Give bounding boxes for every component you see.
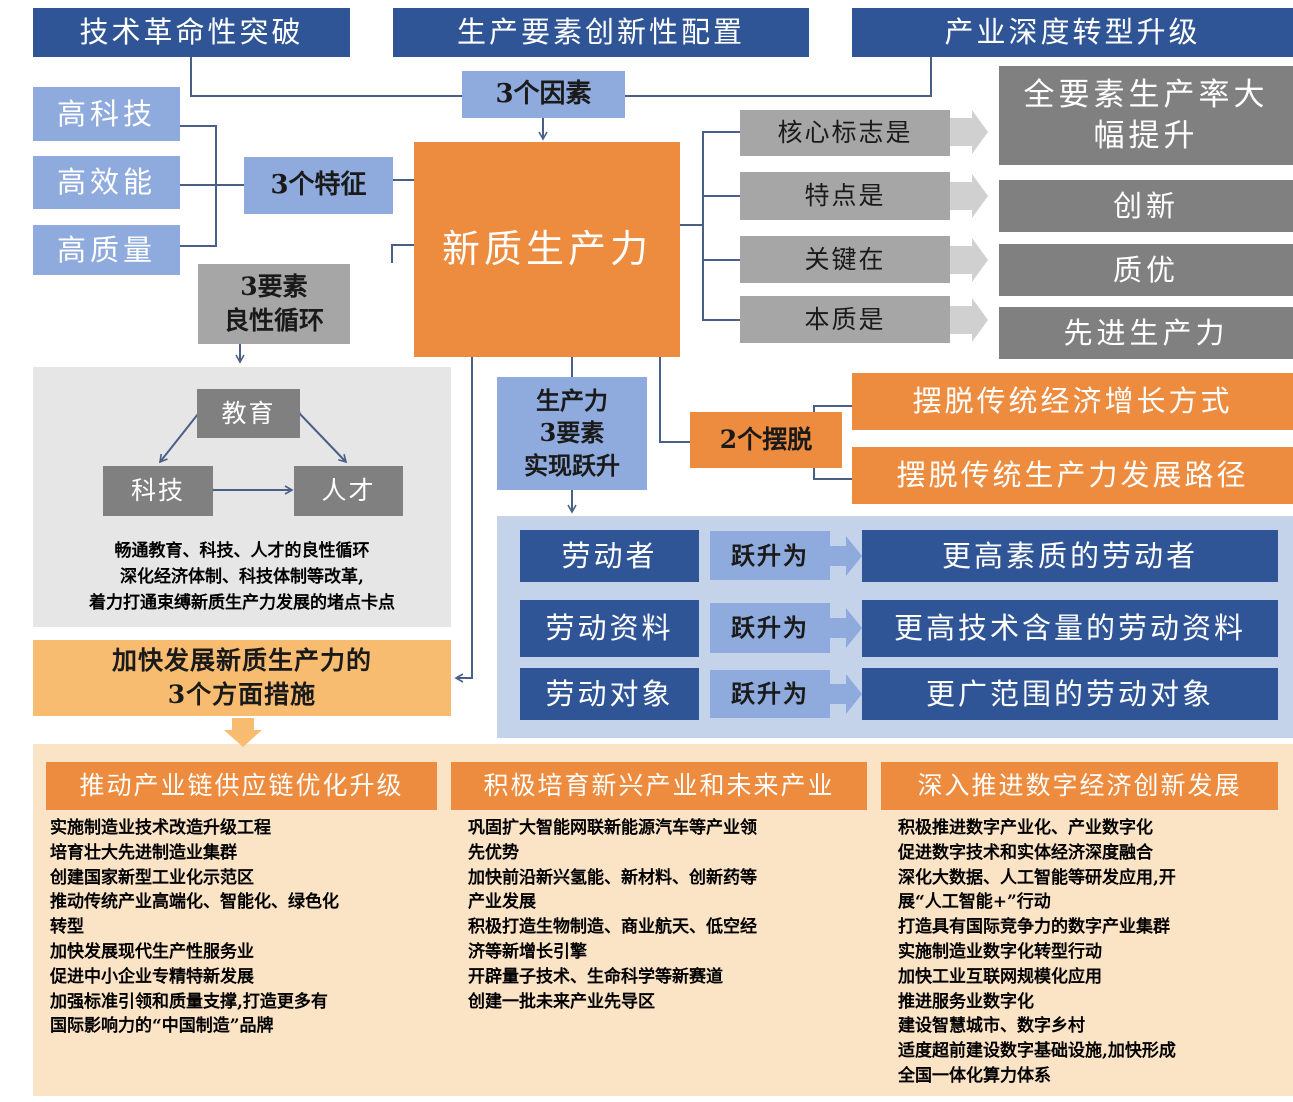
center-new-quality-productivity: 新质生产力 — [414, 142, 680, 357]
list-item: 创建一批未来产业先导区 — [468, 991, 655, 1012]
factor-left-line — [190, 57, 462, 97]
list-item: 产业发展 — [468, 892, 536, 913]
factor-industry-upgrade: 产业深度转型升级 — [852, 8, 1293, 57]
leap-label: 生产力 3要素 实现跃升 — [497, 377, 647, 490]
attrs-bracket — [702, 131, 740, 321]
cycle-note: 畅通教育、科技、人才的良性循环 深化经济体制、科技体制等改革, 着力打通束缚新质… — [33, 538, 451, 616]
cycle-label: 3要素 良性循环 — [198, 264, 350, 344]
list-item: 转型 — [50, 917, 84, 938]
list-item: 加快前沿新兴氢能、新材料、创新药等 — [468, 867, 757, 888]
measure-list-emerging-industries: 巩固扩大智能网联新能源汽车等产业领 先优势 加快前沿新兴氢能、新材料、创新药等 … — [468, 816, 868, 1014]
list-item: 开辟量子技术、生命科学等新赛道 — [468, 966, 723, 987]
attribute-value-quality: 质优 — [999, 244, 1293, 296]
leap-verb: 跃升为 — [710, 603, 830, 653]
list-item: 济等新增长引擎 — [468, 941, 587, 962]
list-item: 打造具有国际竞争力的数字产业集群 — [898, 917, 1170, 938]
measures-down-arrow — [224, 718, 262, 747]
measures-title: 加快发展新质生产力的 3个方面措施 — [33, 640, 451, 716]
center-to-measures — [454, 357, 473, 683]
breakaway-growth-mode: 摆脱传统经济增长方式 — [852, 373, 1293, 430]
attribute-label-feature: 特点是 — [740, 172, 950, 220]
list-item: 巩固扩大智能网联新能源汽车等产业领 — [468, 818, 757, 838]
characteristic-high-quality: 高质量 — [33, 225, 180, 275]
measure-list-digital-economy: 积极推进数字产业化、产业数字化 促进数字技术和实体经济深度融合 深化大数据、人工… — [898, 816, 1283, 1089]
attribute-value-innovation: 创新 — [999, 180, 1293, 232]
leap-to-objects: 更广范围的劳动对象 — [862, 668, 1278, 720]
breakaway-development-path: 摆脱传统生产力发展路径 — [852, 447, 1293, 504]
list-item: 推进服务业数字化 — [898, 991, 1034, 1012]
attr-arrow-1 — [950, 110, 988, 154]
list-item: 展“人工智能+”行动 — [898, 892, 1051, 913]
list-item: 加强标准引领和质量支撑,打造更多有 — [50, 991, 328, 1012]
list-item: 积极推进数字产业化、产业数字化 — [898, 818, 1153, 838]
leap-to-means: 更高技术含量的劳动资料 — [862, 600, 1278, 657]
list-item: 深化大数据、人工智能等研发应用,开 — [898, 867, 1176, 888]
list-item: 促进中小企业专精特新发展 — [50, 966, 254, 987]
list-item: 全国一体化算力体系 — [898, 1065, 1051, 1086]
measure-title-emerging-industries: 积极培育新兴产业和未来产业 — [451, 762, 867, 810]
list-item: 积极打造生物制造、商业航天、低空经 — [468, 917, 757, 938]
leap-verb: 跃升为 — [710, 531, 830, 580]
cycle-node-education: 教育 — [197, 389, 300, 438]
center-to-breakaway — [659, 357, 690, 443]
leap-from-means: 劳动资料 — [520, 600, 699, 657]
factor-tech-breakthrough: 技术革命性突破 — [33, 8, 350, 57]
measure-title-supply-chain: 推动产业链供应链优化升级 — [46, 762, 437, 810]
list-item: 实施制造业数字化转型行动 — [898, 941, 1102, 962]
leap-from-labor: 劳动者 — [520, 530, 699, 582]
cycle-note-line: 着力打通束缚新质生产力发展的堵点卡点 — [89, 593, 395, 613]
factor-element-allocation: 生产要素创新性配置 — [393, 8, 809, 57]
attribute-label-core: 核心标志是 — [740, 110, 950, 156]
attr-arrow-2 — [950, 174, 988, 218]
list-item: 加快工业互联网规模化应用 — [898, 966, 1102, 987]
three-features-label: 3个特征 — [244, 157, 393, 214]
list-item: 实施制造业技术改造升级工程 — [50, 818, 271, 838]
attribute-value-tfp: 全要素生产率大幅提升 — [999, 66, 1293, 165]
attribute-value-advanced: 先进生产力 — [999, 307, 1293, 359]
cycle-node-talent: 人才 — [294, 466, 403, 516]
attribute-label-essence: 本质是 — [740, 296, 950, 343]
list-item: 培育壮大先进制造业集群 — [50, 842, 237, 863]
list-item: 促进数字技术和实体经济深度融合 — [898, 842, 1153, 863]
breakaway-label: 2个摆脱 — [690, 412, 842, 468]
characteristic-high-efficiency: 高效能 — [33, 156, 180, 209]
char-bracket — [180, 125, 217, 247]
measure-list-supply-chain: 实施制造业技术改造升级工程 培育壮大先进制造业集群 创建国家新型工业化示范区 推… — [50, 816, 440, 1039]
cycle-note-line: 深化经济体制、科技体制等改革, — [120, 567, 364, 587]
factor-right-line — [625, 57, 932, 97]
leap-to-labor: 更高素质的劳动者 — [862, 530, 1278, 582]
characteristic-high-tech: 高科技 — [33, 87, 180, 141]
list-item: 先优势 — [468, 842, 519, 863]
list-item: 推动传统产业高端化、智能化、绿色化 — [50, 892, 339, 913]
three-factors-label: 3个因素 — [462, 71, 625, 118]
list-item: 加快发展现代生产性服务业 — [50, 941, 254, 962]
list-item: 创建国家新型工业化示范区 — [50, 867, 254, 888]
measure-title-digital-economy: 深入推进数字经济创新发展 — [881, 762, 1278, 810]
list-item: 国际影响力的“中国制造”品牌 — [50, 1016, 274, 1037]
cycle-node-technology: 科技 — [103, 466, 213, 516]
list-item: 适度超前建设数字基础设施,加快形成 — [898, 1041, 1176, 1062]
list-item: 建设智慧城市、数字乡村 — [898, 1016, 1085, 1037]
cycle-note-line: 畅通教育、科技、人才的良性循环 — [114, 541, 370, 561]
leap-verb: 跃升为 — [710, 670, 830, 718]
leap-from-objects: 劳动对象 — [520, 668, 699, 720]
attribute-label-key: 关键在 — [740, 236, 950, 283]
attr-arrow-4 — [950, 298, 988, 342]
attr-arrow-3 — [950, 238, 988, 282]
center-to-cycle — [391, 244, 414, 263]
